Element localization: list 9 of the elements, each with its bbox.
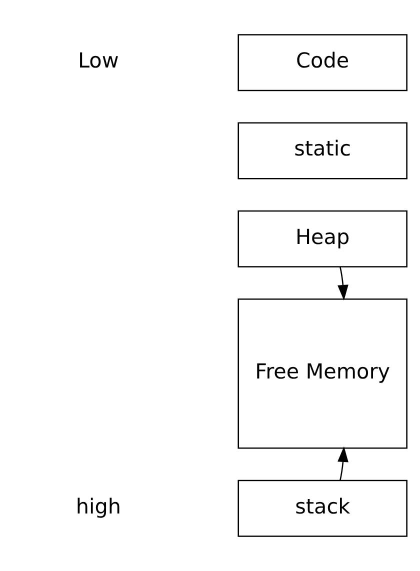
- arrow: [337, 266, 348, 301]
- node-box: stack: [237, 480, 407, 537]
- label: high: [75, 494, 120, 518]
- node-box: Free Memory: [237, 298, 407, 449]
- node-box: Heap: [237, 210, 407, 268]
- label: Low: [78, 48, 118, 73]
- arrow: [337, 446, 348, 480]
- node-box: Code: [237, 34, 407, 92]
- node-box: static: [237, 122, 407, 180]
